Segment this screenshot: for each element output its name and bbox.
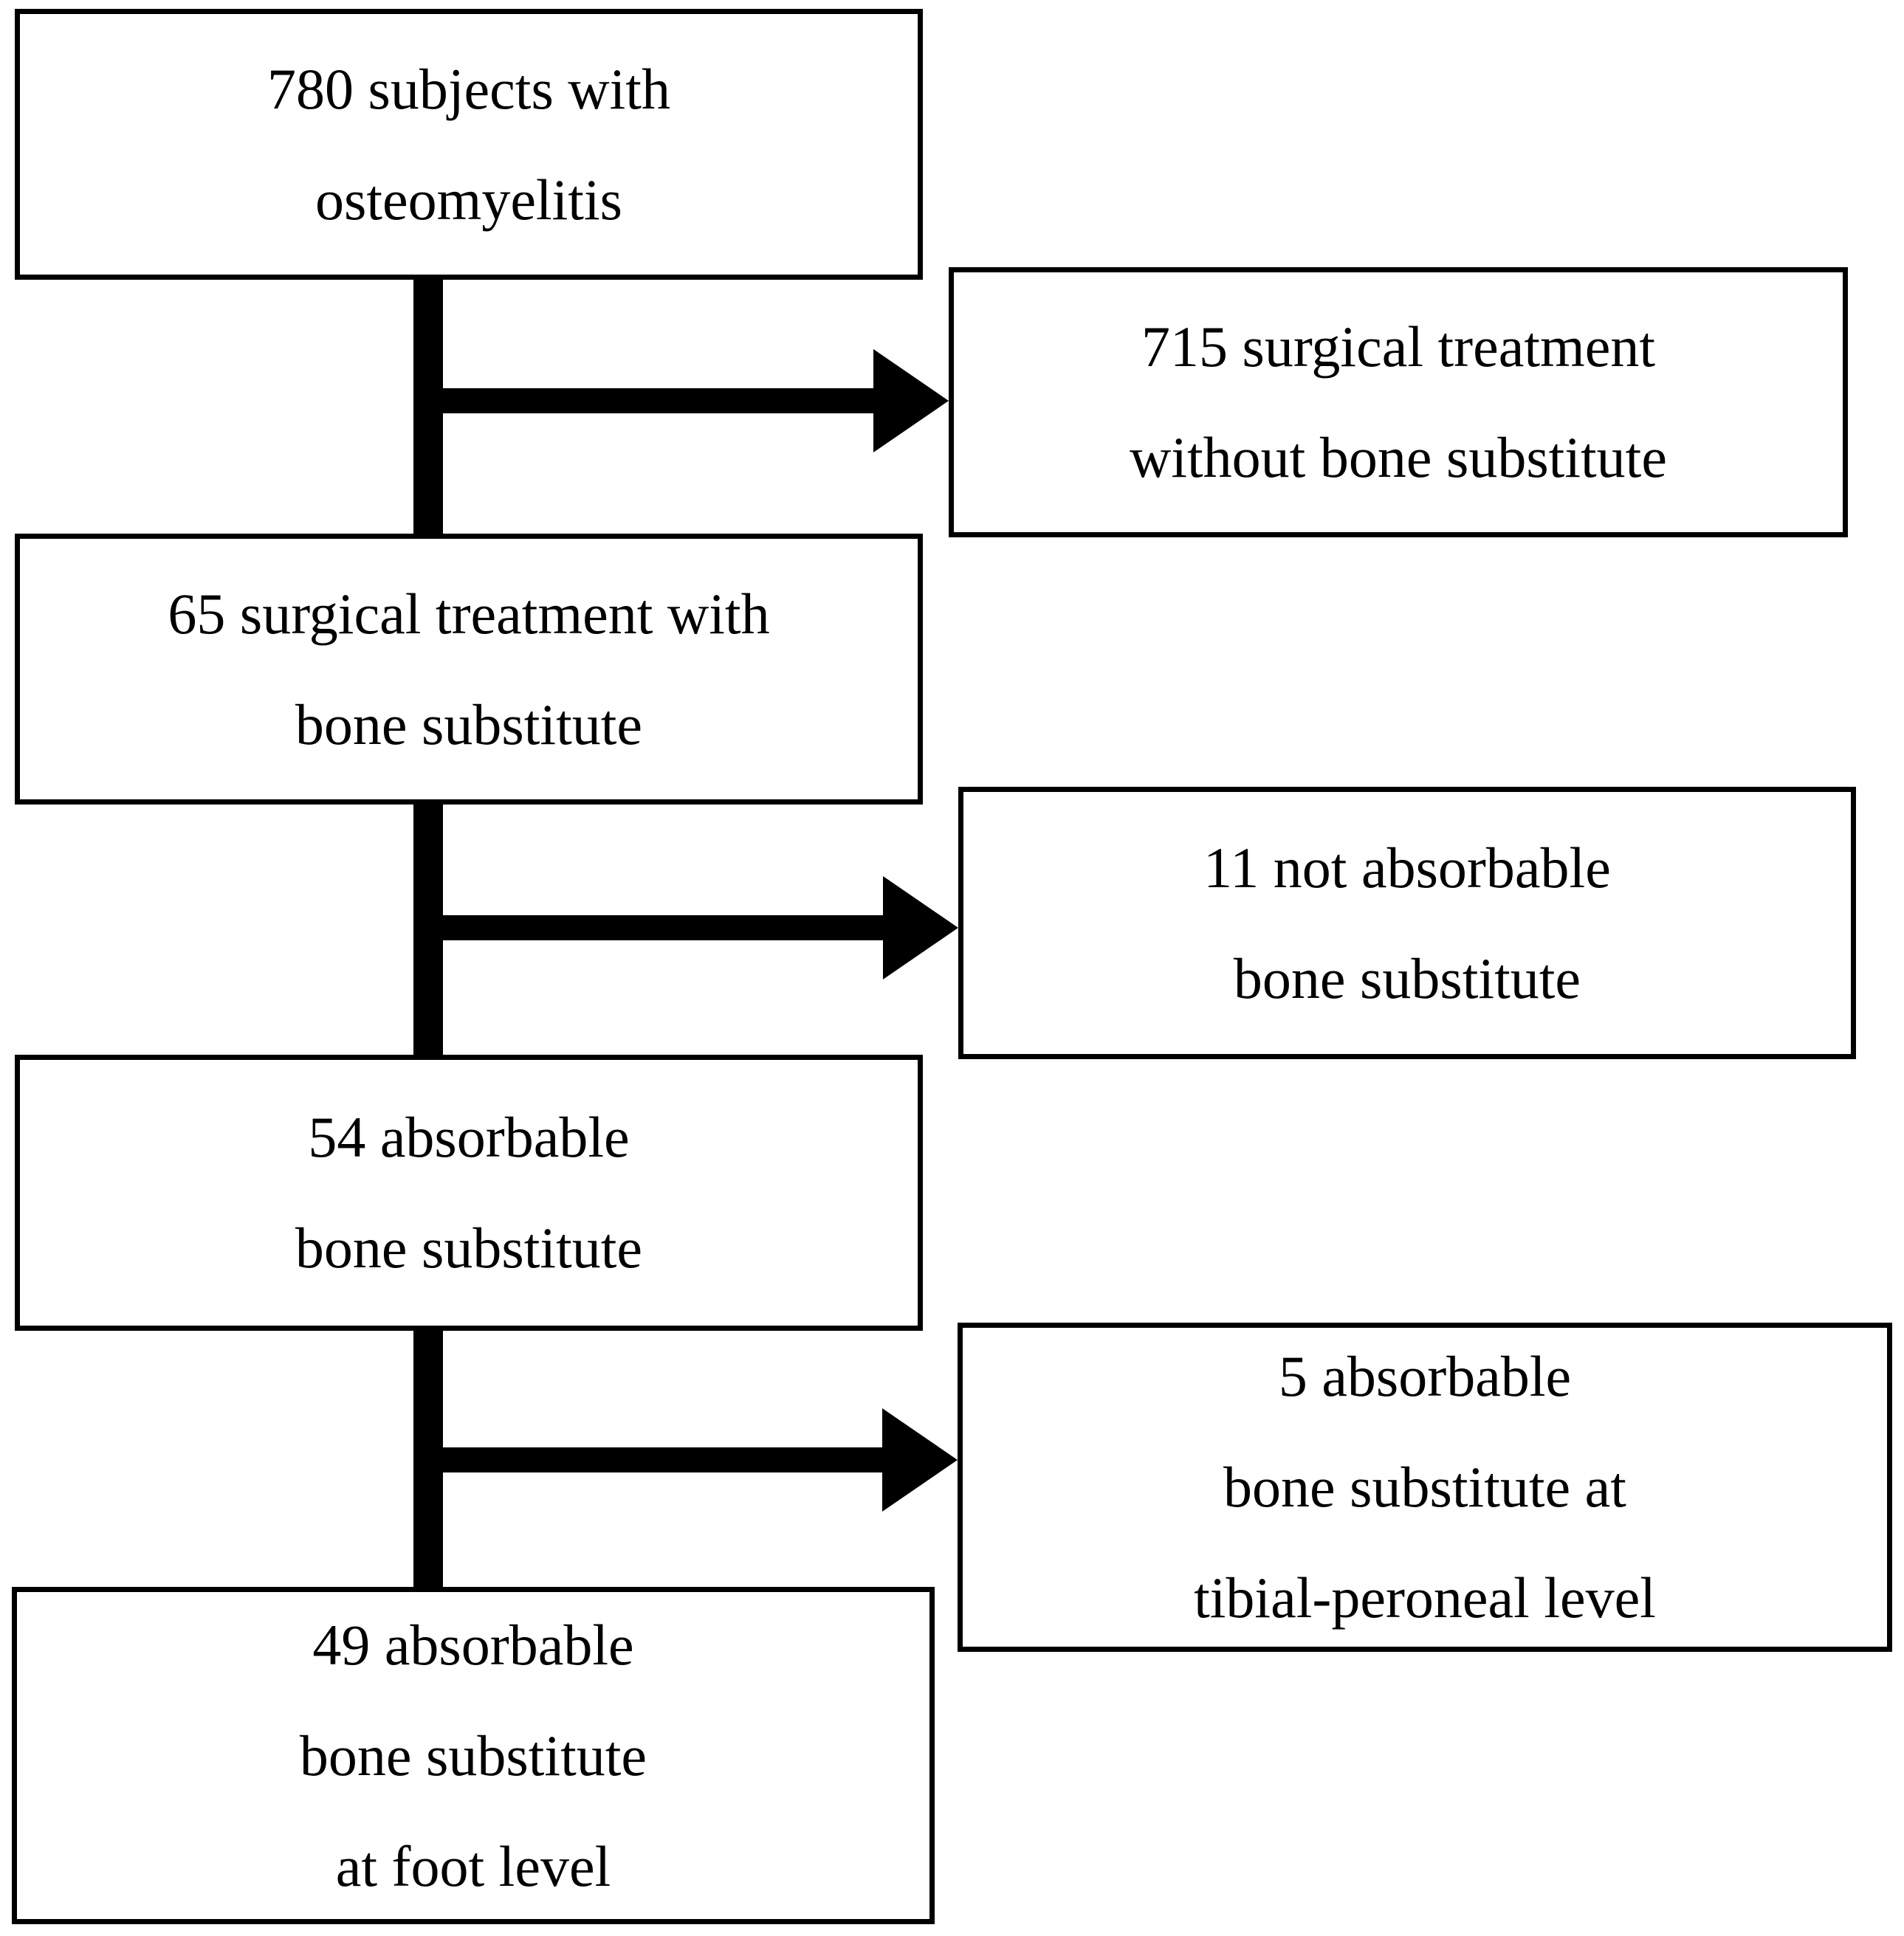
box-line: tibial-peroneal level: [1194, 1565, 1656, 1630]
arrow-shaft: [428, 388, 875, 413]
box-line: 11 not absorbable: [1203, 835, 1611, 900]
box-11-not-absorbable: 11 not absorbable bone substitute: [958, 787, 1856, 1059]
box-line: 5 absorbable: [1278, 1344, 1572, 1408]
box-line: 715 surgical treatment: [1141, 314, 1656, 379]
box-line: bone substitute: [295, 1216, 643, 1280]
box-line: bone substitute: [1233, 945, 1581, 1010]
arrowhead-right-icon: [882, 1408, 958, 1512]
box-49-foot-level: 49 absorbable bone substitute at foot le…: [12, 1587, 935, 1924]
box-line: 49 absorbable: [312, 1612, 634, 1677]
box-780-subjects: 780 subjects with osteomyelitis: [15, 9, 923, 280]
box-line: osteomyelitis: [315, 167, 622, 232]
box-line: without bone substitute: [1130, 425, 1667, 489]
arrowhead-right-icon: [873, 349, 949, 452]
box-5-tibial-peroneal: 5 absorbable bone substitute at tibial-p…: [958, 1323, 1892, 1652]
arrow-shaft: [428, 1447, 884, 1472]
box-line: bone substitute at: [1223, 1455, 1626, 1519]
box-line: bone substitute: [295, 692, 643, 757]
box-line: 780 subjects with: [267, 56, 670, 121]
box-65-with-bone-substitute: 65 surgical treatment with bone substitu…: [15, 534, 923, 805]
box-line: at foot level: [335, 1833, 611, 1898]
box-line: 54 absorbable: [308, 1105, 630, 1169]
box-line: 65 surgical treatment with: [168, 581, 770, 646]
box-line: bone substitute: [299, 1723, 647, 1788]
arrowhead-right-icon: [883, 876, 958, 979]
box-715-without-bone-substitute: 715 surgical treatment without bone subs…: [949, 267, 1848, 537]
box-54-absorbable: 54 absorbable bone substitute: [15, 1055, 923, 1331]
arrow-shaft: [428, 915, 884, 940]
